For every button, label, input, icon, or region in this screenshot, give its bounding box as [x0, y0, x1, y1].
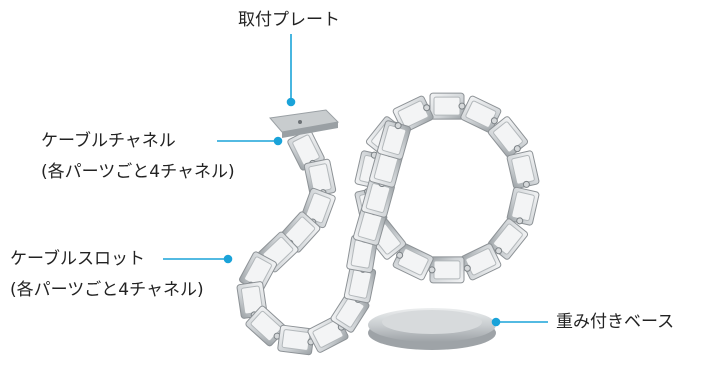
callout-lines	[163, 34, 548, 327]
chain-link	[277, 324, 315, 356]
mount-plate-illustration	[269, 109, 340, 138]
chain-link	[506, 186, 540, 226]
chain-link	[460, 243, 502, 281]
chain-link	[245, 305, 287, 347]
label-cable-slot: ケーブルスロット	[10, 249, 145, 269]
chain-link	[377, 120, 411, 160]
chain-link	[429, 92, 466, 120]
chain-link	[236, 281, 268, 319]
chain-link	[487, 218, 529, 260]
chain-link	[392, 95, 434, 133]
chain-link	[487, 116, 529, 158]
cable-spine-left-chain	[236, 120, 411, 356]
chain-link	[460, 95, 502, 133]
label-weighted-base: 重み付きベース	[556, 312, 675, 332]
chain-link	[392, 243, 434, 281]
weighted-base-illustration	[368, 308, 496, 350]
label-cable-channel: ケーブルチャネル	[41, 131, 176, 151]
label-cable-channel-note: (各パーツごと4チャネル)	[41, 162, 235, 182]
chain-link	[353, 206, 387, 246]
chain-link	[369, 148, 403, 188]
label-mount-plate: 取付プレート	[238, 10, 340, 30]
chain-link	[506, 150, 540, 190]
label-cable-slot-note: (各パーツごと4チャネル)	[10, 280, 204, 300]
chain-link	[428, 256, 465, 284]
